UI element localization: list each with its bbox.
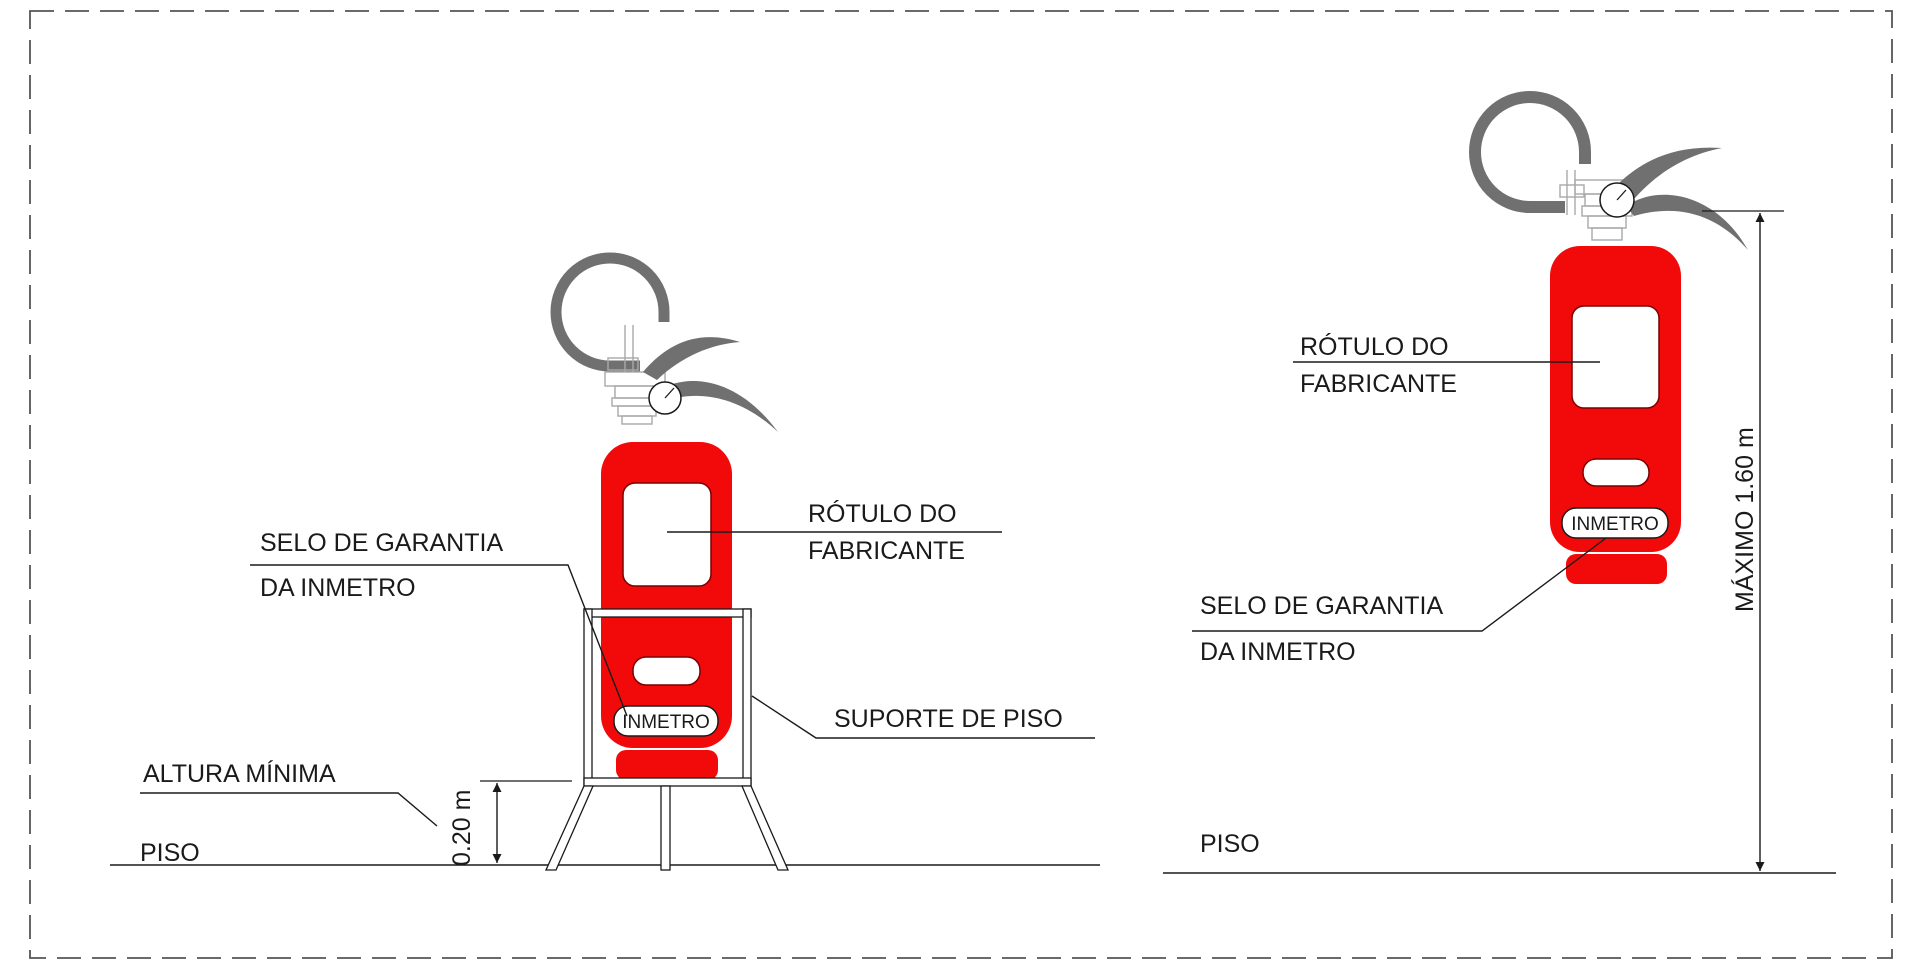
left-support-leader [751,695,1095,739]
left-dim-text: 0.20 m [448,790,476,866]
right-floor-label: PISO [1200,830,1260,858]
right-manufacturer-label-window [1571,305,1660,409]
right-seal-label-line2: DA INMETRO [1200,638,1356,666]
right-seal-label-line1: SELO DE GARANTIA [1200,592,1443,620]
right-seal-leader [1192,537,1607,632]
left-slot [632,656,701,686]
right-slot [1582,458,1650,487]
right-hose [1469,91,1591,213]
left-manufacturer-label-line2: FABRICANTE [808,537,965,565]
left-floor-label: PISO [140,839,200,867]
left-manufacturer-label-line1: RÓTULO DO [808,499,957,528]
right-inmetro-badge [1561,507,1669,539]
left-gauge-icon [648,381,682,415]
left-lever-icon [655,381,778,432]
right-dim-text: MÁXIMO 1.60 m [1730,427,1759,612]
left-hose [550,252,670,372]
left-floor-stand [544,608,789,871]
right-cylinder-base [1566,554,1667,584]
right-lever-icon [1626,194,1748,250]
left-valve-icon [604,325,666,425]
right-handle-icon [1618,147,1722,198]
right-inmetro-badge-text: INMETRO [1571,514,1659,535]
left-min-height-leader [140,792,438,827]
left-support-label: SUPORTE DE PISO [834,705,1063,733]
left-seal-leader [250,564,628,717]
left-seal-label-line1: SELO DE GARANTIA [260,529,503,557]
left-manufacturer-label-window [622,482,712,587]
right-manufacturer-label-line2: FABRICANTE [1300,370,1457,398]
left-min-height-label: ALTURA MÍNIMA [143,759,336,788]
right-manufacturer-label-line1: RÓTULO DO [1300,332,1449,361]
left-handle-icon [643,337,740,380]
left-figure: INMETRO RÓTULO DO FABRICANTE SELO DE GAR… [110,252,1100,871]
drawing-frame [29,10,1893,959]
left-seal-label-line2: DA INMETRO [260,574,416,602]
left-inmetro-badge [613,705,719,737]
right-figure: INMETRO RÓTULO DO FABRICANTE SELO DE GAR… [1163,91,1836,874]
right-gauge-icon [1599,182,1635,218]
left-cylinder-base [616,750,718,780]
left-inmetro-badge-text: INMETRO [622,712,710,733]
